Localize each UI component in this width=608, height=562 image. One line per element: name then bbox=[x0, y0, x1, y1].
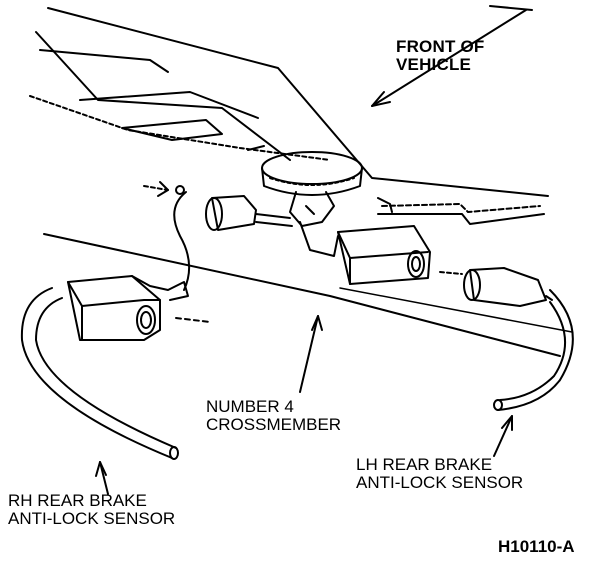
harness-grommet bbox=[261, 151, 363, 257]
rh-sensor-line-2: ANTI-LOCK SENSOR bbox=[8, 508, 176, 528]
lh-sensor-line-1: LH REAR BRAKE bbox=[356, 455, 493, 474]
rh-connector-block bbox=[67, 275, 189, 341]
crossmember-line-1: NUMBER 4 bbox=[206, 397, 294, 416]
lh-sensor-plug bbox=[439, 267, 553, 307]
lh-sensor-label: LH REAR BRAKE ANTI-LOCK SENSOR bbox=[356, 456, 523, 492]
crossmember bbox=[43, 233, 573, 357]
front-arrow bbox=[371, 9, 527, 107]
left-plug bbox=[205, 195, 293, 231]
crossmember-label: NUMBER 4 CROSSMEMBER bbox=[206, 398, 341, 434]
rh-sensor-label: RH REAR BRAKE ANTI-LOCK SENSOR bbox=[8, 492, 175, 528]
rh-sensor-line-1: RH REAR BRAKE bbox=[8, 491, 147, 510]
lh-sensor-cable bbox=[493, 289, 574, 411]
vehicle-body bbox=[29, 5, 549, 225]
rh-sensor-cable bbox=[20, 287, 179, 460]
leader-lines bbox=[95, 315, 513, 495]
front-of-vehicle-label: FRONT OF VEHICLE bbox=[396, 38, 484, 74]
front-of-vehicle-line-1: FRONT OF bbox=[396, 37, 485, 56]
crossmember-line-2: CROSSMEMBER bbox=[206, 414, 342, 434]
lh-sensor-line-2: ANTI-LOCK SENSOR bbox=[356, 472, 524, 492]
connecting-wire bbox=[143, 181, 191, 291]
right-connector-block bbox=[337, 225, 431, 285]
figure-id-label: H10110-A bbox=[498, 537, 575, 556]
front-of-vehicle-line-2: VEHICLE bbox=[396, 54, 472, 74]
